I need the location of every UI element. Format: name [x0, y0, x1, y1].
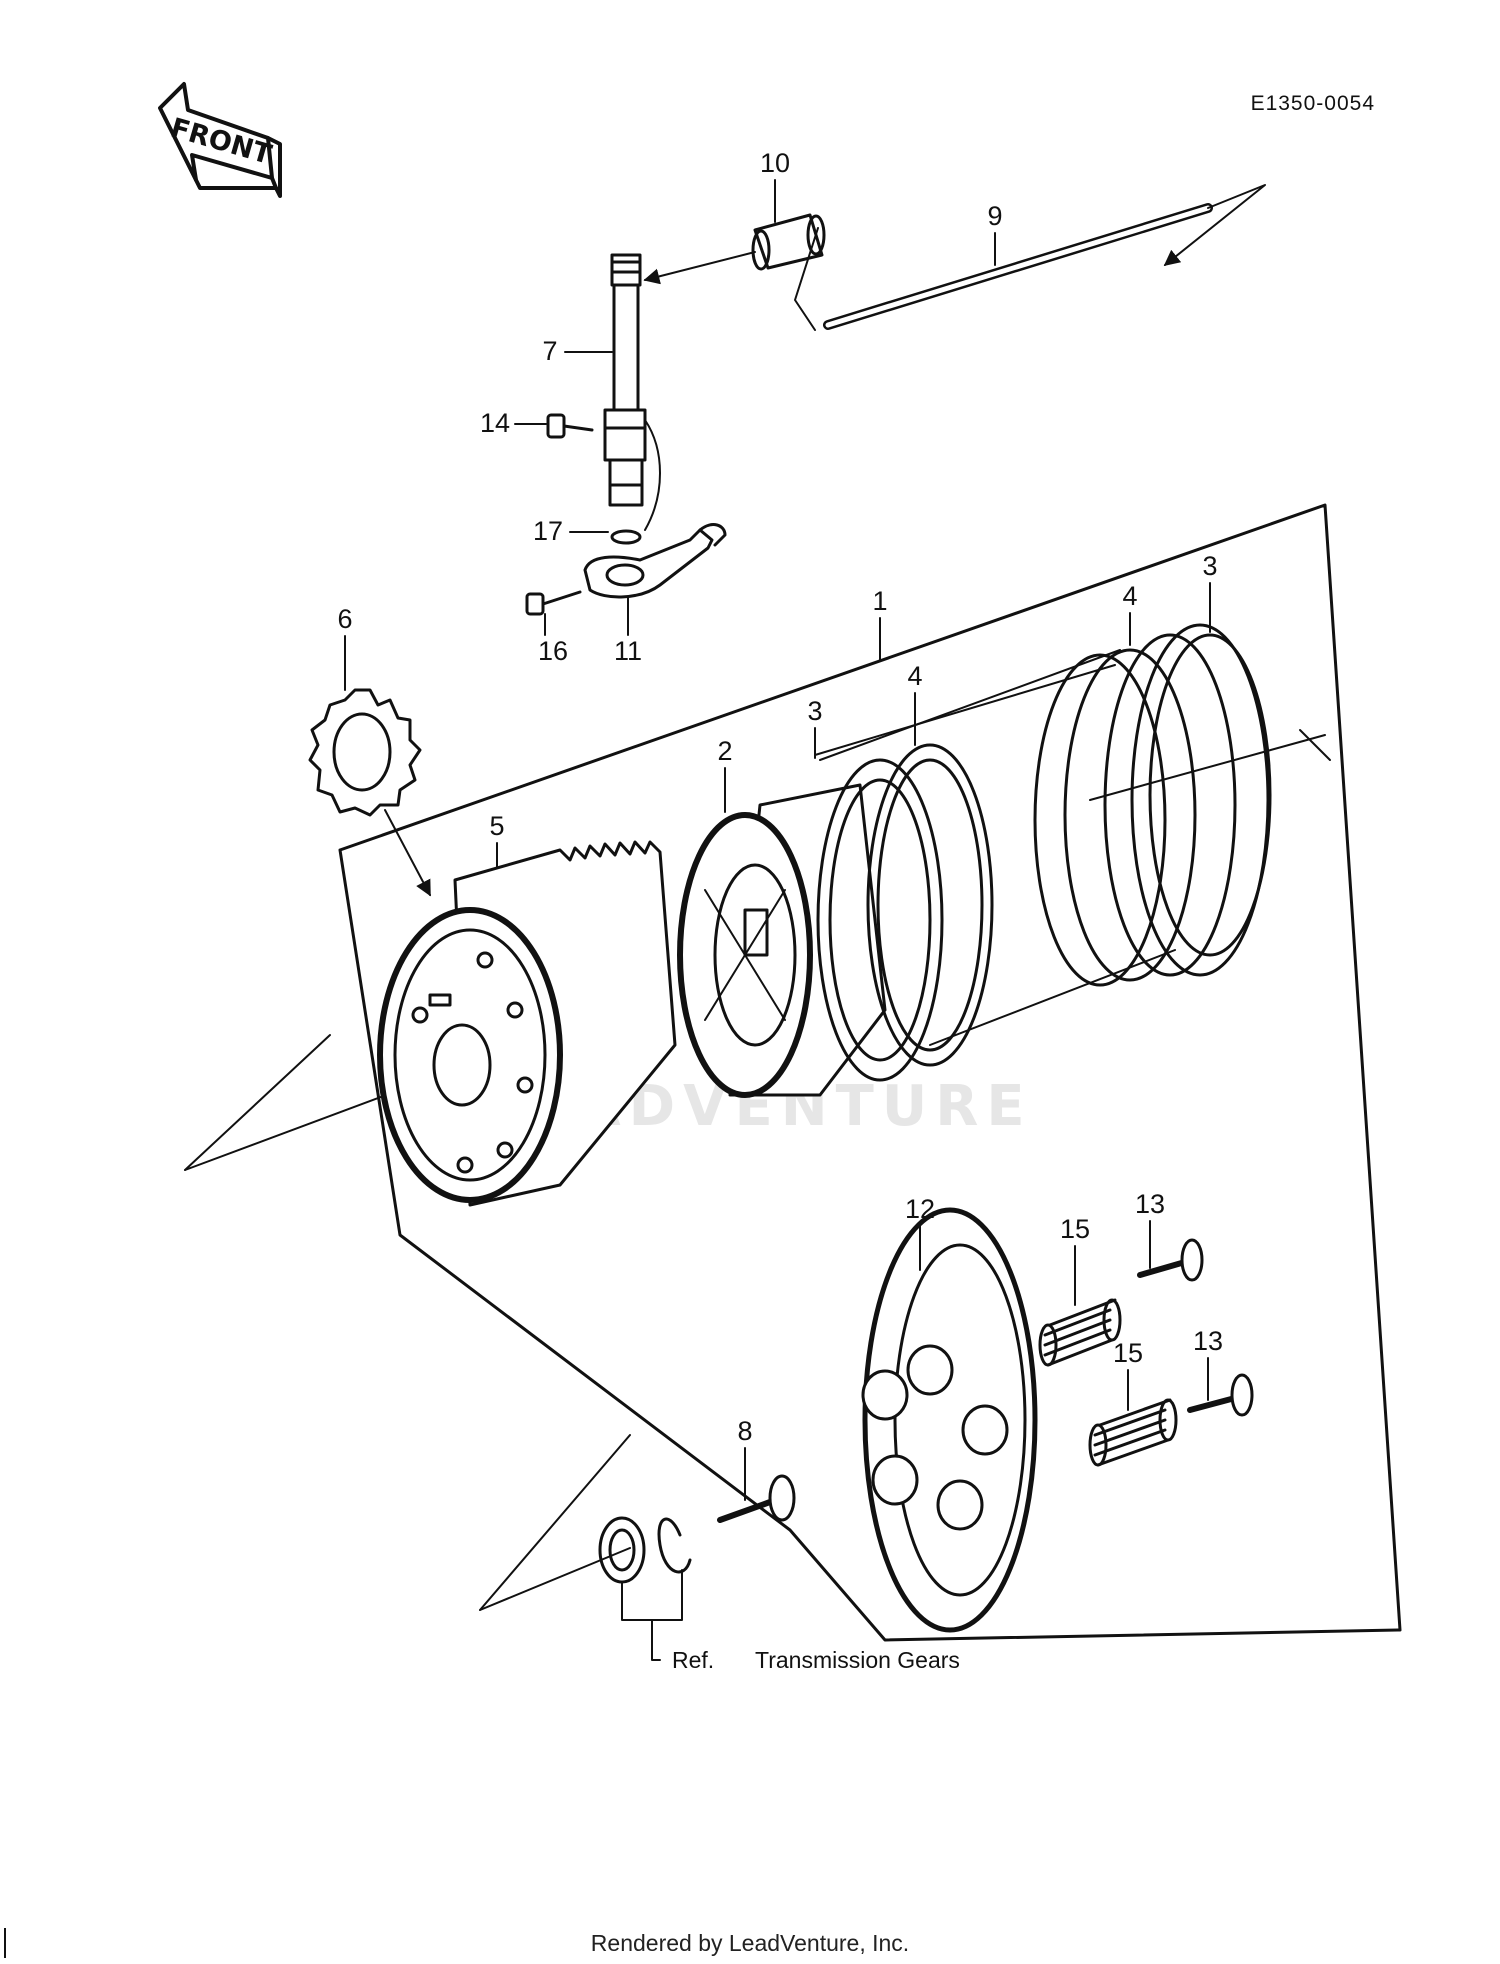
- callout-9: 9: [987, 201, 1002, 231]
- part-4-steel-plate-left: [866, 743, 994, 1067]
- edge-mark: [4, 1928, 6, 1958]
- diagram-code: E1350-0054: [1251, 92, 1375, 115]
- callout-14: 14: [480, 408, 510, 438]
- part-6-drive-gear: [308, 688, 422, 817]
- callout-10: 10: [760, 148, 790, 178]
- callout-4a: 4: [907, 661, 922, 691]
- callout-12: 12: [905, 1194, 935, 1224]
- assembly-outline: [338, 503, 1402, 1642]
- part-13-bolt-lower: [1187, 1373, 1254, 1417]
- leader-9-zigzag: [1163, 184, 1266, 266]
- part-3-friction-plate-right: [1103, 623, 1272, 977]
- callout-3b: 3: [1202, 551, 1217, 581]
- part-12-pressure-plate: [861, 1207, 1038, 1633]
- front-arrow-icon: FRONT: [158, 82, 282, 198]
- part-13-bolt-upper: [1137, 1238, 1204, 1282]
- callout-17: 17: [533, 516, 563, 546]
- callout-13a: 13: [1135, 1189, 1165, 1219]
- callout-15a: 15: [1060, 1214, 1090, 1244]
- ref-guide-line-1: [479, 1434, 631, 1611]
- part-11-release-lever: [583, 523, 727, 599]
- ref-snap-ring: [657, 1517, 692, 1574]
- callout-7: 7: [542, 336, 557, 366]
- part-15-spring-upper: [1038, 1298, 1122, 1367]
- ref-label: Ref.: [672, 1647, 714, 1673]
- part-16-bolt: [525, 590, 582, 616]
- ref-bracket: [621, 1569, 683, 1661]
- leader-10-zigzag: [794, 227, 819, 331]
- callout-6: 6: [337, 604, 352, 634]
- part-9-push-rod: [823, 203, 1213, 330]
- callouts: 1 2 3 3 4 4 5 6 7 8 9 10 11 12 13 13 14: [337, 148, 1223, 1501]
- part-4-steel-plate-right: [1033, 648, 1197, 987]
- part-17-o-ring: [610, 529, 642, 545]
- callout-3a: 3: [807, 696, 822, 726]
- part-3-friction-plate-left: [816, 758, 944, 1082]
- part-8-bolt: [717, 1474, 796, 1523]
- part-15-spring-lower: [1088, 1398, 1178, 1467]
- footer-credit: Rendered by LeadVenture, Inc.: [590, 1930, 910, 1956]
- leader-6-to-5: [384, 809, 431, 897]
- part-14-bolt: [546, 413, 594, 439]
- part-7-push-rod-shaft: [603, 253, 661, 531]
- part-10-bushing: [751, 213, 826, 271]
- callout-16: 16: [538, 636, 568, 666]
- callout-8: 8: [737, 1416, 752, 1446]
- stack-line-top-left: [814, 664, 1116, 756]
- callout-11: 11: [614, 636, 642, 666]
- callout-1: 1: [872, 586, 887, 616]
- leader-10-to-7: [643, 251, 756, 285]
- ref-guide-line-2: [479, 1547, 631, 1611]
- callout-4b: 4: [1122, 581, 1137, 611]
- part-5-clutch-housing: [377, 840, 677, 1207]
- callout-13b: 13: [1193, 1326, 1223, 1356]
- ref-target-label: Transmission Gears: [755, 1647, 960, 1673]
- ref-washer: [598, 1516, 646, 1584]
- callout-2: 2: [717, 736, 732, 766]
- callout-5: 5: [489, 811, 504, 841]
- guide-lines: [184, 649, 1331, 1171]
- callout-15b: 15: [1113, 1338, 1143, 1368]
- part-2-clutch-hub: [677, 783, 887, 1098]
